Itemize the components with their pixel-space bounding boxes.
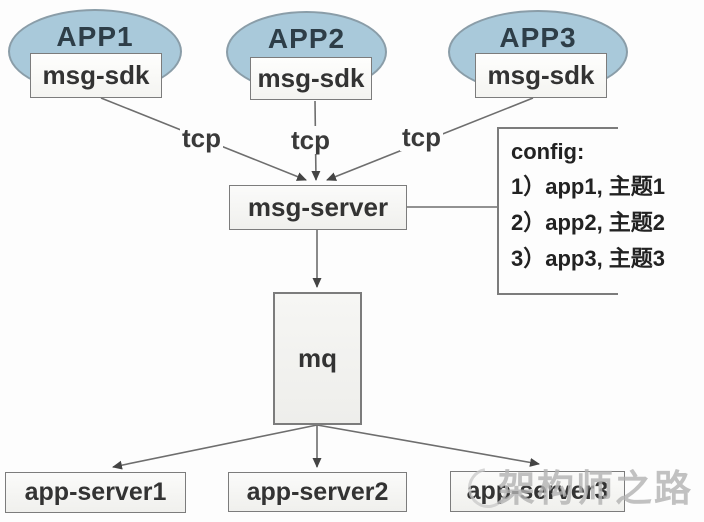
config-line-2: 2）app2, 主题2	[511, 210, 666, 235]
app1-msg-sdk-box: msg-sdk	[30, 53, 162, 98]
tcp-label-3: tcp	[400, 122, 443, 152]
app1-label: APP1	[56, 21, 134, 52]
app3-label: APP3	[499, 22, 577, 53]
tcp-label-2: tcp	[289, 125, 332, 155]
app2-msg-sdk-box: msg-sdk	[250, 57, 372, 100]
edge-mq-appserver1	[112, 424, 318, 470]
config-title: config:	[511, 139, 585, 164]
msg-server-box: msg-server	[229, 185, 407, 230]
app-server2-box: app-server2	[228, 472, 407, 512]
config-line-1: 1）app1, 主题1	[511, 174, 666, 199]
app3-msg-sdk-box: msg-sdk	[475, 53, 607, 98]
mq-box: mq	[273, 292, 362, 425]
app-server3-box: app-server3	[450, 471, 625, 512]
app-server1-box: app-server1	[5, 472, 186, 513]
app2-label: APP2	[267, 23, 346, 54]
edge-mq-appserver3	[316, 424, 540, 467]
config-note: config: 1）app1, 主题1 2）app2, 主题2 3）app3, …	[497, 127, 666, 295]
config-line-3: 3）app3, 主题3	[511, 246, 666, 271]
tcp-label-1: tcp	[180, 123, 223, 153]
